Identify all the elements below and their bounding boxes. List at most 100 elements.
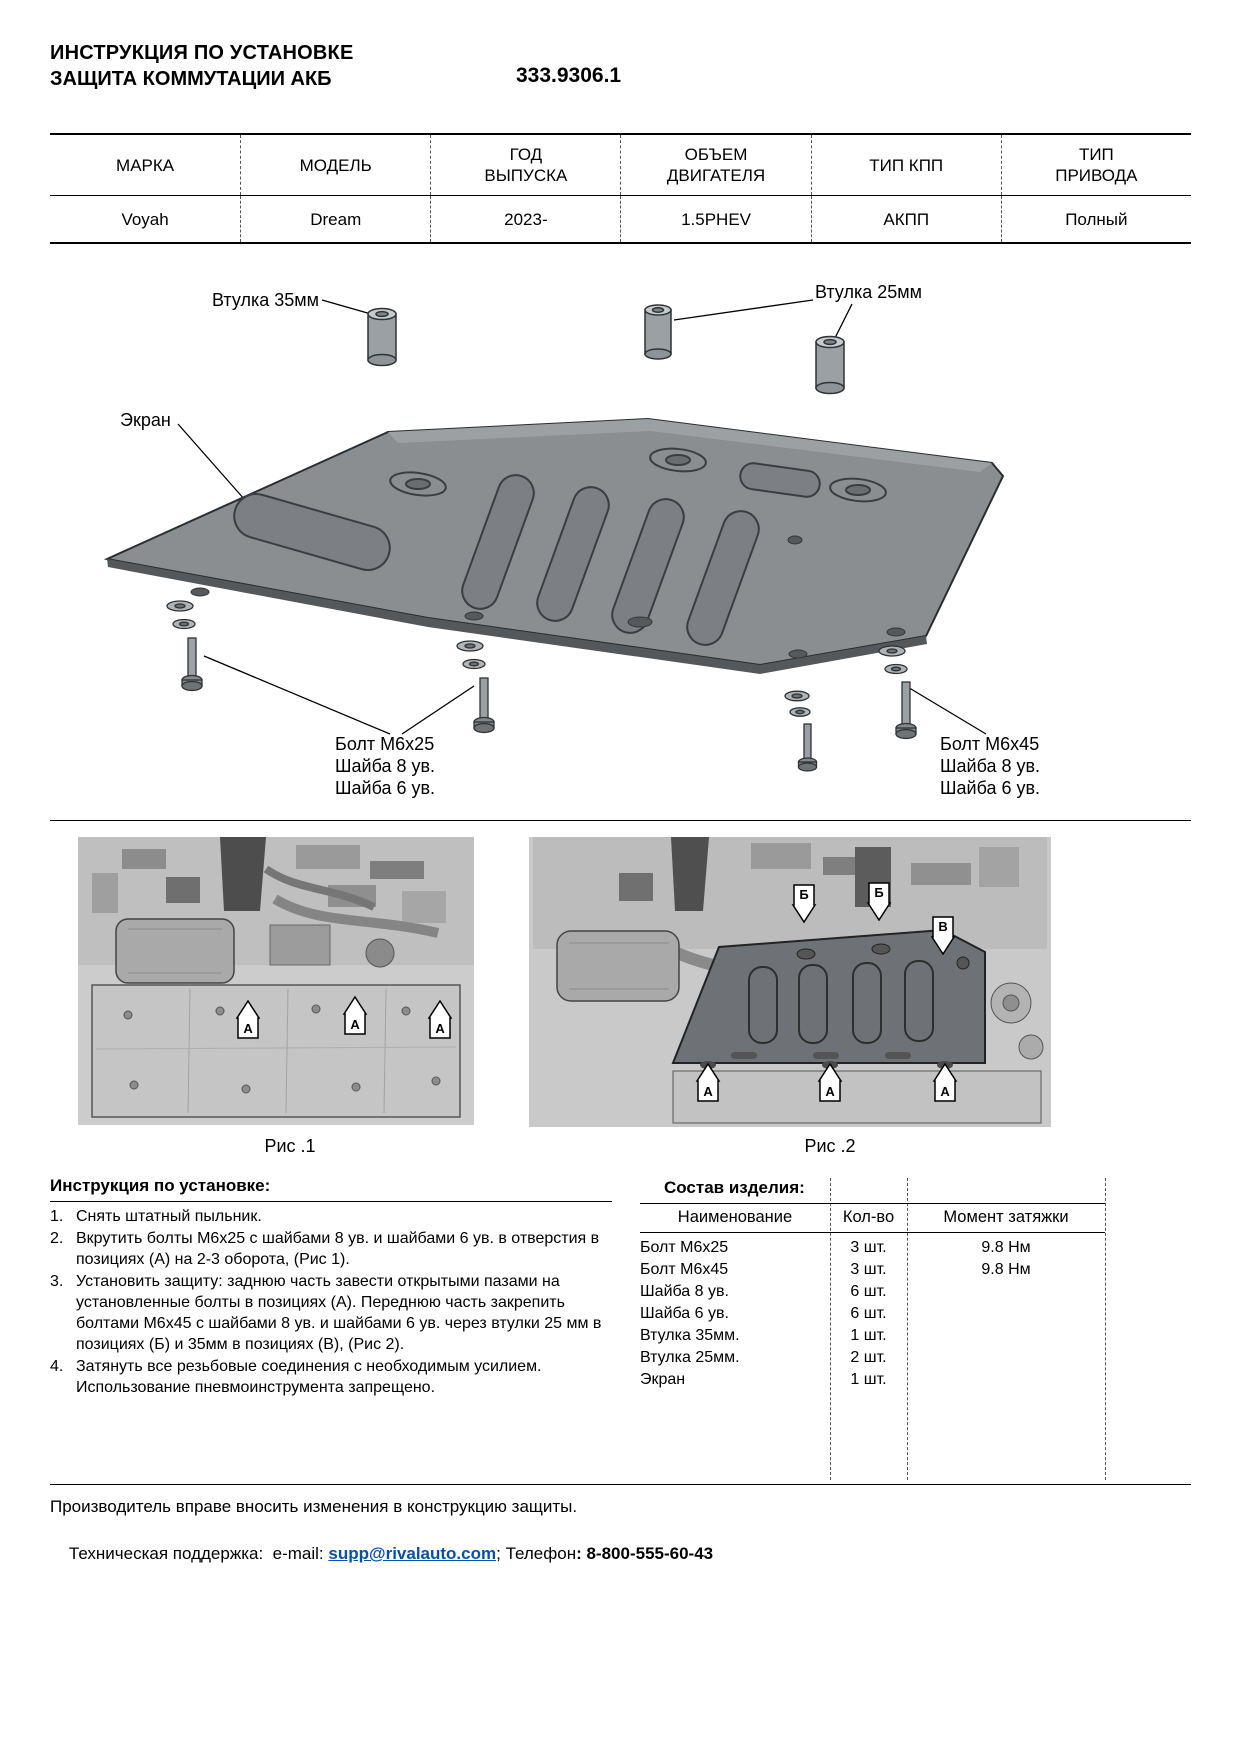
position-marker-b2: Б	[866, 882, 892, 922]
bolt-m6x45-label-line2: Шайба 8 ув.	[940, 756, 1040, 776]
parts-list: Состав изделия: Наименование Кол-во Моме…	[640, 1176, 1192, 1482]
section-divider	[50, 820, 1191, 821]
table-row: Экран 1 шт.	[640, 1369, 1105, 1391]
instructions-divider	[50, 1201, 612, 1202]
fig2-caption: Рис .2	[804, 1136, 856, 1156]
part-qty: 1 шт.	[850, 1371, 887, 1388]
svg-text:В: В	[938, 919, 947, 934]
bolt-m6x45-label-line3: Шайба 6 ув.	[940, 778, 1040, 798]
instruction-item-1: 1. Снять штатный пыльник.	[50, 1206, 612, 1227]
parts-table-mid-rule	[640, 1232, 1105, 1233]
instruction-item-3: 3. Установить защиту: заднюю часть завес…	[50, 1271, 612, 1355]
install-instructions: Инструкция по установке: 1. Снять штатны…	[50, 1176, 612, 1399]
parts-column-divider	[1105, 1178, 1106, 1480]
part-qty: 3 шт.	[850, 1239, 887, 1256]
part-qty: 3 шт.	[850, 1261, 887, 1278]
bolt-washer-set-right	[878, 645, 917, 740]
part-qty: 2 шт.	[850, 1349, 887, 1366]
spec-value-year: 2023-	[430, 196, 620, 242]
part-number: 333.9306.1	[516, 64, 622, 87]
svg-text:А: А	[825, 1084, 835, 1099]
fig1-caption: Рис .1	[264, 1136, 316, 1156]
part-qty: 6 шт.	[850, 1305, 887, 1322]
bolt-washer-set-center	[456, 640, 495, 734]
battery-pan-shape	[672, 1070, 1042, 1124]
bolt-m6x25-label-line3: Шайба 6 ув.	[335, 778, 435, 798]
phone-label: Телефон	[500, 1544, 577, 1563]
part-qty: 6 шт.	[850, 1283, 887, 1300]
spec-header-gearbox: ТИП КПП	[810, 135, 1001, 195]
support-phone: : 8-800-555-60-43	[576, 1544, 714, 1563]
shield-plate	[103, 417, 1005, 674]
spec-header-row: МАРКА МОДЕЛЬ ГОД ВЫПУСКА ОБЪЕМ ДВИГАТЕЛЯ…	[50, 135, 1191, 196]
instructions-title: Инструкция по установке:	[50, 1176, 271, 1195]
bushing-25mm-b	[815, 335, 845, 395]
leader-lines	[177, 299, 987, 735]
part-name: Втулка 35мм.	[640, 1327, 740, 1344]
part-qty: 1 шт.	[850, 1327, 887, 1344]
part-name: Экран	[640, 1371, 686, 1388]
bolt-washer-set-right-inner	[784, 690, 818, 772]
part-name: Болт М6х25	[640, 1239, 729, 1256]
instruction-text: Снять штатный пыльник.	[76, 1208, 262, 1225]
spec-value-model: Dream	[240, 196, 430, 242]
parts-header-torque: Момент затяжки	[943, 1208, 1069, 1226]
plate-bolt-bosses	[389, 447, 887, 503]
spec-value-gearbox: АКПП	[810, 196, 1001, 242]
svg-text:А: А	[243, 1021, 253, 1036]
plate-slots	[233, 462, 821, 646]
bolt-washer-set-left	[166, 600, 203, 692]
svg-text:А: А	[435, 1021, 445, 1036]
muffler-shape	[115, 918, 235, 984]
svg-text:А: А	[703, 1084, 713, 1099]
bushing-25-label: Втулка 25мм	[815, 282, 922, 302]
parts-header-qty: Кол-во	[842, 1208, 895, 1226]
spec-value-brand: Voyah	[121, 209, 169, 229]
screen-label: Экран	[120, 410, 171, 430]
bolt-m6x45-label-line1: Болт М6х45	[940, 734, 1039, 754]
parts-title: Состав изделия:	[664, 1178, 805, 1197]
position-marker-b1: Б	[791, 884, 817, 924]
plate-holes	[190, 535, 906, 659]
installed-shield-plate	[671, 928, 986, 1069]
spec-header-drive: ТИП ПРИВОДА	[1000, 135, 1191, 195]
bushing-35-label: Втулка 35мм	[212, 290, 319, 310]
parts-column-divider	[830, 1178, 831, 1480]
instruction-text: Затянуть все резьбовые соединения с необ…	[76, 1358, 542, 1396]
part-name: Втулка 25мм.	[640, 1349, 740, 1366]
footer-support-line: Техническая поддержка: e-mail: supp@riva…	[50, 1524, 713, 1584]
spec-header-year: ГОД ВЫПУСКА	[430, 135, 620, 195]
spec-value-engine: 1.5PHEV	[620, 196, 810, 242]
position-marker-a2: А	[342, 995, 368, 1035]
bushing-25mm-a	[644, 304, 672, 360]
footer-divider	[50, 1484, 1191, 1485]
support-email-link[interactable]: supp@rivalauto.com	[328, 1544, 497, 1563]
svg-text:А: А	[940, 1084, 950, 1099]
part-name: Шайба 6 ув.	[640, 1305, 729, 1322]
instruction-item-4: 4. Затянуть все резьбовые соединения с н…	[50, 1356, 612, 1398]
parts-header-name: Наименование	[677, 1208, 793, 1226]
spec-header-model: МОДЕЛЬ	[240, 135, 430, 195]
instruction-number: 1.	[50, 1208, 64, 1225]
bushing-35mm	[367, 307, 397, 367]
after-email: ;	[496, 1544, 501, 1563]
table-row: Шайба 8 ув.6 шт.	[640, 1281, 1105, 1303]
position-marker-a3: А	[932, 1062, 958, 1102]
spec-header-engine: ОБЪЕМ ДВИГАТЕЛЯ	[620, 135, 810, 195]
table-row: Втулка 35мм. 1 шт.	[640, 1325, 1105, 1347]
spec-value-drive: Полный	[1000, 196, 1191, 242]
part-torque: 9.8 Нм	[981, 1261, 1031, 1278]
position-marker-a1: А	[235, 999, 261, 1039]
spec-header-brand: МАРКА	[116, 155, 175, 175]
instruction-number: 3.	[50, 1273, 64, 1290]
table-row: Шайба 6 ув. 6 шт.	[640, 1303, 1105, 1325]
footer-disclaimer: Производитель вправе вносить изменения в…	[50, 1497, 578, 1516]
bolt-m6x25-label-line1: Болт М6х25	[335, 734, 434, 754]
battery-pan-shape	[91, 984, 461, 1118]
parts-header-row: Наименование Кол-во Момент затяжки	[640, 1205, 1105, 1230]
position-marker-a2: А	[817, 1062, 843, 1102]
muffler-shape	[556, 930, 680, 1002]
instruction-number: 4.	[50, 1358, 64, 1375]
